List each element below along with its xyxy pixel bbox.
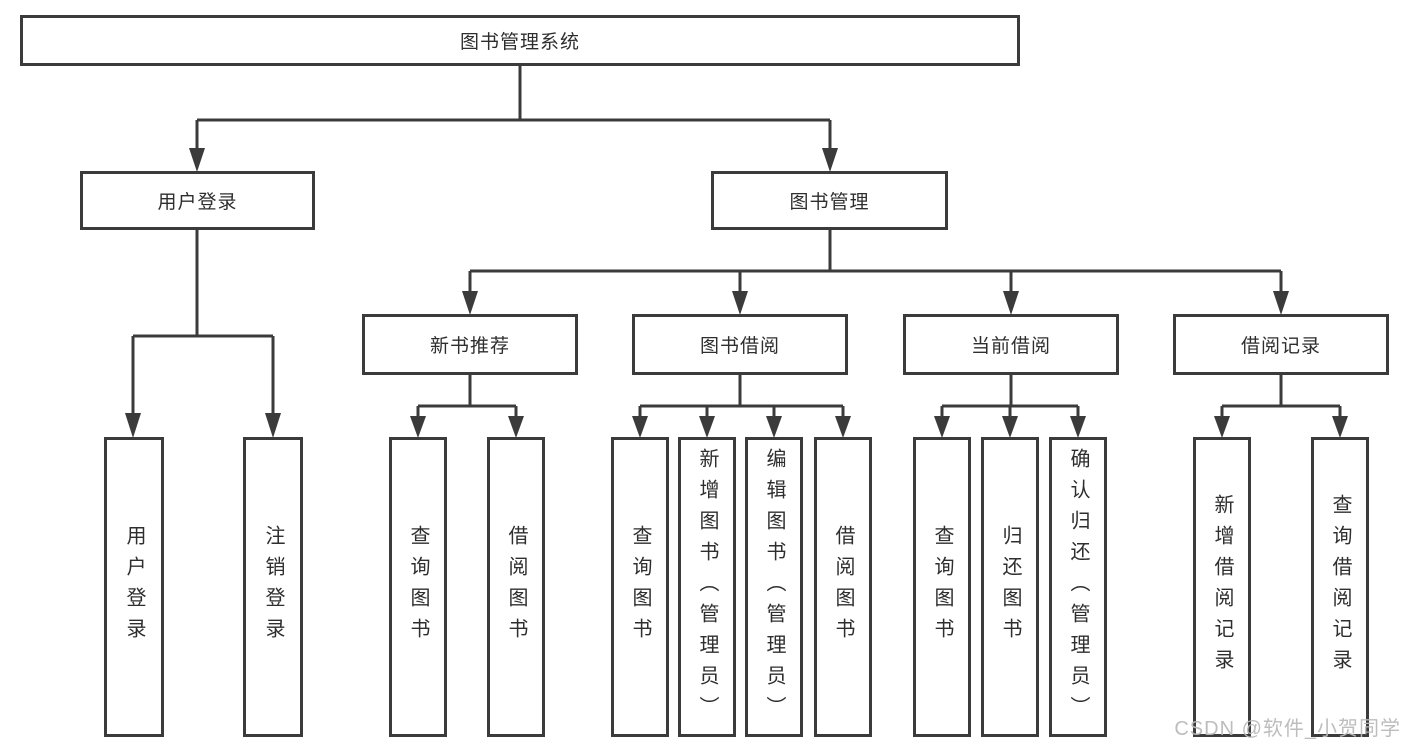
node-new-book-recommend: 新书推荐 [362,314,578,375]
leaf-confirm-return-admin: 确认归还（管理员） [1049,437,1107,737]
node-label: 查询图书 [407,525,429,649]
node-label: 借阅图书 [832,525,854,649]
node-book-borrow: 图书借阅 [632,314,848,375]
node-book-management-branch: 图书管理 [711,171,948,230]
leaf-borrow-books-1: 借阅图书 [487,437,545,737]
node-label: 新增借阅记录 [1211,494,1233,680]
node-label: 借阅记录 [1240,336,1321,357]
node-label: 注销登录 [262,525,284,649]
node-label: 借阅图书 [505,525,527,649]
leaf-add-borrow-record: 新增借阅记录 [1193,437,1251,737]
node-label: 查询图书 [931,525,953,649]
node-label: 用户登录 [123,525,145,649]
leaf-query-books-2: 查询图书 [611,437,669,737]
node-label: 图书借阅 [699,336,780,357]
node-label: 编辑图书（管理员） [763,447,785,727]
node-label: 查询借阅记录 [1329,494,1351,680]
leaf-borrow-books-2: 借阅图书 [814,437,872,737]
node-label: 当前借阅 [970,336,1051,357]
node-borrow-records: 借阅记录 [1173,314,1389,375]
node-label: 用户登录 [157,192,238,213]
leaf-user-login: 用户登录 [104,437,164,737]
leaf-logout: 注销登录 [243,437,303,737]
leaf-add-books-admin: 新增图书（管理员） [678,437,736,737]
csdn-watermark: CSDN @软件_小贺同学 [1174,718,1401,740]
leaf-return-books: 归还图书 [981,437,1039,737]
node-label: 确认归还（管理员） [1067,447,1089,727]
leaf-query-borrow-record: 查询借阅记录 [1311,437,1369,737]
node-current-borrow: 当前借阅 [903,314,1119,375]
node-root-system: 图书管理系统 [20,15,1020,66]
node-label: 新增图书（管理员） [696,447,718,727]
node-label: 图书管理系统 [459,32,580,53]
node-user-login-branch: 用户登录 [80,171,315,230]
node-label: 查询图书 [629,525,651,649]
node-label: 图书管理 [789,192,870,213]
leaf-edit-books-admin: 编辑图书（管理员） [745,437,803,737]
leaf-query-books-3: 查询图书 [913,437,971,737]
node-label: 归还图书 [999,525,1021,649]
node-label: 新书推荐 [429,336,510,357]
leaf-query-books-1: 查询图书 [389,437,447,737]
